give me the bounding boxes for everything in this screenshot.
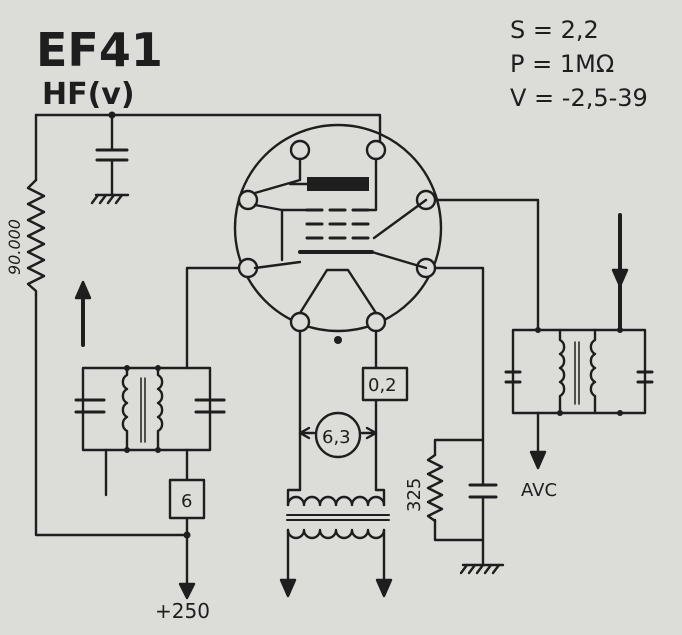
anode [307, 177, 369, 191]
grid-lines [305, 208, 370, 240]
ground-symbol [459, 563, 505, 575]
tube-subtitle: HF(v) [42, 77, 135, 112]
cathode-wire [433, 266, 485, 567]
plate-resistor-label: 90.000 [5, 219, 24, 275]
spec-v: V = -2,5-39 [510, 84, 648, 112]
right-input-arrow [611, 268, 629, 288]
top-capacitor [90, 111, 130, 205]
plate-resistor-box-label: 6 [181, 491, 192, 512]
internal-wires [253, 157, 428, 270]
heater-voltage-circle [314, 411, 362, 459]
heater-voltage-arrows [298, 426, 378, 440]
heater-center-dot [334, 336, 342, 344]
heater-voltage-label: 6,3 [322, 427, 351, 448]
cathode-resistor-label: 325 [404, 478, 425, 512]
tube-envelope [233, 123, 443, 333]
heater-transformer [279, 488, 393, 598]
left-wire-lower [34, 293, 187, 537]
plate-resistor-zigzag [26, 178, 46, 297]
left-tuned-circuit [74, 280, 226, 497]
avc-label: AVC [521, 480, 557, 501]
cathode-resistor [426, 453, 444, 523]
left-input-arrow [74, 280, 92, 300]
spec-s: S = 2,2 [510, 16, 599, 44]
spec-p: P = 1MΩ [510, 50, 614, 78]
screen-wire [433, 198, 540, 332]
junction-dot [183, 531, 191, 539]
heater-box-label: 0,2 [368, 375, 397, 396]
cathode-capacitor [468, 483, 498, 499]
tube-title: EF41 [36, 23, 163, 77]
top-wire [34, 113, 382, 152]
plate-resistor-box [168, 478, 206, 520]
heater-box [361, 366, 409, 402]
right-tuned-circuit [504, 213, 654, 470]
supply-arrow [178, 582, 196, 600]
grid-wire [185, 266, 241, 370]
heater-vee [298, 268, 378, 315]
avc-arrow [529, 450, 547, 470]
plate-supply-label: +250 [155, 599, 210, 623]
